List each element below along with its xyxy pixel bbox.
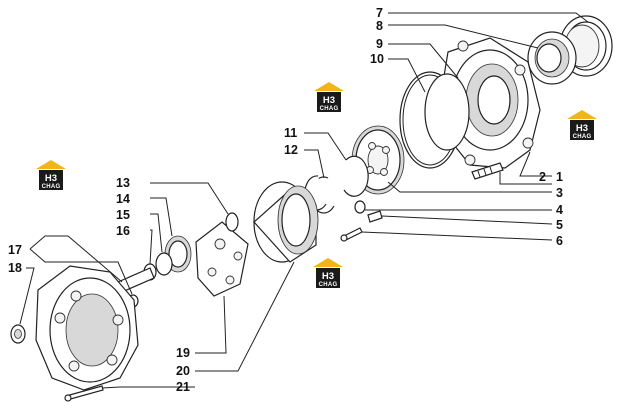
callout-10: 10 [370,52,384,66]
badge-roof [567,110,597,119]
callout-15: 15 [116,208,130,222]
cover-flange-18 [35,265,139,391]
circlip-13 [225,212,239,232]
snap-ring-9 [424,73,470,151]
badge-body [39,170,63,190]
badge-word: CHAG [319,282,338,288]
callout-3: 3 [556,186,563,200]
leader-lines [19,12,589,389]
bolt-21 [64,385,104,402]
callout-8: 8 [376,19,383,33]
circlip-11 [343,155,369,197]
callout-9: 9 [376,37,383,51]
stud-2 [471,162,504,180]
callout-4: 4 [556,203,563,217]
washer-4 [354,200,366,214]
callout-20: 20 [176,364,190,378]
callout-7: 7 [376,6,383,20]
callout-19: 19 [176,346,190,360]
callout-labels: 1 2 3 4 5 6 7 8 9 10 11 12 13 14 15 16 1… [8,6,563,394]
plug-18 [10,324,26,344]
badge-roof [313,258,343,267]
h3-chag-badge-top: H3 CHAG [314,82,344,112]
spacer-15 [155,252,173,276]
badge-word: CHAG [42,184,61,190]
h3-chag-badge-center: H3 CHAG [313,258,343,288]
ring-gear-20 [253,181,319,263]
pin-5 [367,210,383,223]
h3-chag-badge-left: H3 CHAG [36,160,66,190]
badge-letters: H3 [576,123,588,134]
badge-letters: H3 [323,95,335,106]
badge-roof [314,82,344,91]
lock-plate-19 [195,221,249,297]
badge-body [316,268,340,288]
callout-5: 5 [556,218,563,232]
callout-14: 14 [116,192,130,206]
callout-2: 2 [539,170,546,184]
badge-word: CHAG [320,106,339,112]
callout-18: 18 [8,261,22,275]
badge-body [317,92,341,112]
badge-letters: H3 [45,173,57,184]
badge-body [570,120,594,140]
hub-housing-1 [439,37,541,169]
callout-16: 16 [116,224,130,238]
badge-roof [36,160,66,169]
callout-11: 11 [284,126,297,140]
badge-letters: H3 [322,271,334,282]
callout-6: 6 [556,234,563,248]
h3-chag-badge-right: H3 CHAG [567,110,597,140]
callout-21: 21 [176,380,190,394]
bearing-8 [527,31,577,85]
callout-1: 1 [556,170,563,184]
badge-word: CHAG [573,134,592,140]
callout-12: 12 [284,143,298,157]
screw-6 [340,227,363,242]
callout-13: 13 [116,176,130,190]
callout-17: 17 [8,243,22,257]
